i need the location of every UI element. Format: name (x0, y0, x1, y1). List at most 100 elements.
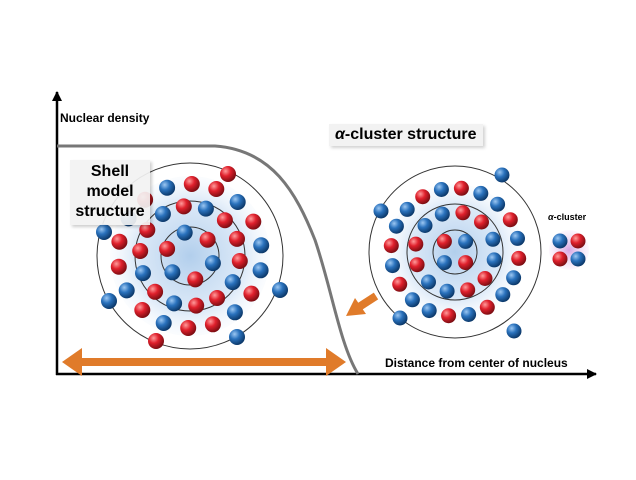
outer-orbit (96, 162, 284, 350)
neutron-ball (392, 310, 408, 326)
neutron-ball (229, 329, 245, 345)
neutron-ball (159, 179, 176, 196)
alpha-cluster-text: -cluster (553, 212, 587, 222)
pointer-arrow (346, 292, 379, 316)
proton-ball (147, 283, 164, 300)
proton-ball (132, 243, 149, 259)
shell-label-line2: model (86, 183, 134, 200)
proton-ball (392, 276, 408, 292)
neutron-ball (458, 233, 474, 249)
neutron-ball (485, 231, 501, 247)
proton-ball (187, 271, 204, 288)
proton-ball (460, 282, 476, 298)
alpha-cluster-structure-label: α-cluster structure (329, 124, 483, 146)
neutron-ball (404, 292, 420, 308)
neutron-ball (164, 264, 181, 281)
proton-ball (458, 255, 474, 271)
proton-ball (199, 231, 216, 248)
neutron-ball (461, 307, 477, 322)
neutron-ball (433, 182, 449, 197)
neutron-ball (373, 203, 389, 219)
alpha-nucleons (552, 233, 586, 267)
x-axis-label: Distance from center of nucleus (385, 356, 568, 370)
neutron-ball (570, 251, 586, 267)
proton-ball (441, 308, 457, 324)
proton-ball (188, 297, 205, 314)
proton-ball (243, 285, 260, 302)
neutron-ball (101, 293, 117, 309)
cluster-nucleons (373, 167, 527, 339)
neutron-ball (399, 201, 415, 217)
neutron-ball (226, 304, 243, 321)
neutron-ball (96, 224, 112, 240)
proton-ball (204, 316, 221, 333)
neutron-ball (229, 194, 246, 210)
neutron-ball (224, 274, 241, 291)
neutron-ball (421, 303, 437, 319)
neutron-ball (495, 287, 511, 303)
shell-label-line3: structure (75, 203, 145, 220)
neutron-ball (490, 196, 506, 212)
proton-ball (148, 333, 164, 349)
proton-ball (502, 212, 518, 228)
density-curve (57, 144, 360, 375)
proton-ball (229, 230, 245, 247)
proton-ball (216, 212, 233, 229)
proton-ball (110, 258, 127, 275)
neutron-ball (253, 237, 270, 254)
neutron-ball (552, 233, 568, 249)
proton-ball (415, 189, 431, 205)
proton-ball (383, 238, 399, 254)
proton-ball (409, 257, 425, 273)
proton-ball (139, 221, 156, 238)
alpha-cluster-nucleus (368, 165, 542, 339)
neutron-ball (434, 206, 450, 222)
neutron-ball (176, 224, 193, 241)
neutron-ball (510, 230, 525, 246)
proton-ball (183, 176, 200, 192)
neutron-ball (421, 274, 436, 290)
neutron-ball (272, 282, 288, 298)
range-arrow (62, 348, 346, 376)
neutron-ball (506, 323, 522, 339)
shell-model-nucleus (96, 162, 288, 350)
cluster-structure-text: -cluster structure (344, 126, 477, 143)
neutron-ball (436, 255, 452, 271)
neutron-ball (166, 295, 183, 312)
shell-label-line1: Shell (90, 163, 130, 180)
y-axis-label: Nuclear density (60, 111, 150, 125)
proton-ball (552, 251, 568, 267)
neutron-ball (439, 283, 455, 299)
neutron-ball (252, 262, 269, 279)
alpha-symbol-small: α (548, 212, 554, 222)
proton-ball (175, 198, 192, 215)
neutron-ball (135, 265, 151, 282)
alpha-cluster-label: α-cluster (548, 212, 586, 222)
proton-ball (455, 205, 471, 221)
proton-ball (111, 233, 128, 250)
proton-ball (231, 253, 248, 269)
proton-ball (134, 302, 151, 318)
proton-ball (436, 233, 452, 249)
alpha-symbol: α (335, 126, 345, 143)
proton-ball (208, 181, 225, 197)
neutron-ball (494, 167, 510, 183)
neutron-ball (486, 252, 502, 268)
proton-ball (159, 240, 176, 257)
neutron-ball (473, 185, 489, 201)
neutron-ball (506, 270, 522, 286)
outer-orbit (368, 165, 542, 339)
proton-ball (453, 180, 469, 196)
proton-ball (511, 250, 527, 266)
proton-ball (408, 236, 424, 252)
proton-ball (477, 271, 493, 286)
neutron-ball (385, 258, 400, 274)
shell-model-label: Shell model structure (70, 160, 150, 225)
proton-ball (474, 214, 489, 230)
proton-ball (180, 320, 197, 336)
alpha-cluster (549, 230, 589, 270)
proton-ball (245, 213, 262, 230)
neutron-ball (204, 255, 221, 272)
neutron-ball (118, 282, 135, 299)
